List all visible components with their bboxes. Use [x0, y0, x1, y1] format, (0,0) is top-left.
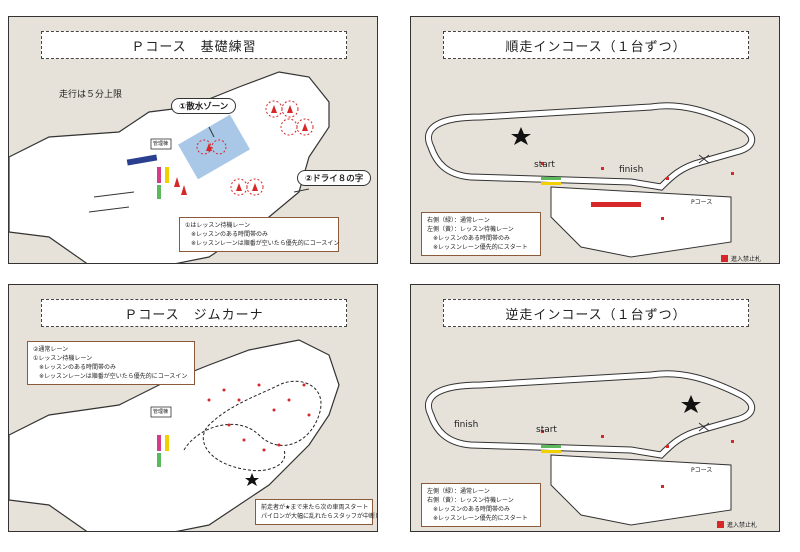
yellow-lane: [541, 182, 561, 185]
track-map: [425, 370, 756, 528]
p-course-label: Pコース: [691, 467, 713, 474]
panel-reverse-in-course: 逆走インコース（１台ずつ） finish start Pコース 左側（緑）：通常…: [410, 284, 780, 532]
panel-p-course-gymkhana: Ｐコース ジムカーナ 管理棟 ②通常レーン ①レッスン待機レーン ※レッスンのあ…: [8, 284, 378, 532]
water-zone: [178, 114, 250, 180]
finish-label: finish: [454, 420, 479, 430]
figure8-loops: [196, 100, 314, 196]
pylons: [174, 105, 308, 195]
legend-label: 進入禁止札: [727, 522, 758, 529]
star-marker: [511, 127, 531, 145]
no-entry-signs: [541, 162, 734, 262]
note-line: 左側（黄）：レッスン待機レーン: [427, 226, 514, 233]
p-course-label: Pコース: [691, 199, 713, 206]
track-surface: [426, 371, 755, 458]
note-line: パイロンが大幅に乱れたらスタッフが中断し修正: [261, 513, 377, 520]
note-line: ※レッスンのある時間帯のみ: [433, 235, 511, 242]
building-label: 管理棟: [153, 409, 169, 415]
gymkhana-path: [183, 380, 322, 472]
legend-label: 進入禁止札: [731, 256, 762, 263]
note-line: ②通常レーン: [33, 346, 69, 353]
green-lane: [541, 445, 561, 448]
note-line: ※レッスンのある時間帯のみ: [39, 364, 117, 371]
note-box-2: 前走者が★まで来たら次の車両スタート パイロンが大幅に乱れたらスタッフが中断し修…: [255, 499, 377, 525]
start-label: start: [534, 160, 555, 170]
building: [150, 138, 172, 150]
note-line: ※レッスンレーンは順番が空いたら優先的にコースイン: [191, 240, 340, 247]
tag-dry-figure8: ②ドライ８の字: [297, 170, 372, 186]
p-course-area: [550, 454, 732, 526]
note-box: ②通常レーン ①レッスン待機レーン ※レッスンのある時間帯のみ ※レッスンレーン…: [27, 341, 195, 385]
x-mark: [698, 422, 710, 432]
yellow-lane: [541, 450, 561, 453]
note-line: ※レッスンレーン優先的にスタート: [433, 244, 528, 251]
green-lane: [541, 177, 561, 180]
note-line: 右側（黄）：レッスン待機レーン: [427, 497, 514, 504]
pylons: [207, 383, 311, 452]
note-line: ※レッスンレーンは順番が空いたら優先的にコースイン: [39, 373, 188, 380]
note-line: ①レッスン待機レーン: [33, 355, 93, 362]
track-map: [425, 102, 756, 262]
time-limit: 走行は５分上限: [59, 90, 123, 100]
note-box: ①はレッスン待機レーン ※レッスンのある時間帯のみ ※レッスンレーンは順番が空い…: [179, 217, 339, 252]
panel-title: 逆走インコース（１台ずつ）: [443, 299, 749, 327]
x-mark: [698, 154, 710, 164]
note-line: 前走者が★まで来たら次の車両スタート: [261, 504, 369, 511]
note-line: ①はレッスン待機レーン: [185, 222, 251, 229]
start-label: start: [536, 425, 557, 435]
course-map: [9, 339, 340, 531]
flow-arrows: [88, 126, 310, 213]
building: [150, 406, 172, 418]
waiting-lanes: [126, 154, 169, 199]
note-line: ※レッスンのある時間帯のみ: [433, 506, 511, 513]
panel-p-course-basic: Ｐコース 基礎練習 走行は５分上限: [8, 16, 378, 264]
star-marker: [245, 473, 259, 486]
panel-title: Ｐコース ジムカーナ: [41, 299, 347, 327]
track-surface: [426, 103, 755, 190]
building-label: 管理棟: [153, 141, 169, 147]
no-entry-signs: [541, 430, 734, 528]
star-marker: [681, 395, 701, 413]
red-bar: [591, 202, 641, 207]
tag-water-zone: ①散水ゾーン: [171, 98, 237, 114]
panel-forward-in-course: 順走インコース（１台ずつ） start finish Pコース 右側（緑）：通常…: [410, 16, 780, 264]
note-box: 右側（緑）：通常レーン 左側（黄）：レッスン待機レーン ※レッスンのある時間帯の…: [421, 212, 541, 256]
course-area: [9, 339, 340, 531]
finish-label: finish: [619, 165, 644, 175]
note-box: 左側（緑）：通常レーン 右側（黄）：レッスン待機レーン ※レッスンのある時間帯の…: [421, 483, 541, 527]
note-line: 右側（緑）：通常レーン: [427, 217, 490, 224]
panel-title: 順走インコース（１台ずつ）: [443, 31, 749, 59]
note-line: ※レッスンのある時間帯のみ: [191, 231, 269, 238]
note-line: 左側（緑）：通常レーン: [427, 488, 490, 495]
course-map: [9, 71, 330, 263]
panel-title: Ｐコース 基礎練習: [41, 31, 347, 59]
waiting-lanes: [157, 435, 169, 467]
note-line: ※レッスンレーン優先的にスタート: [433, 515, 528, 522]
